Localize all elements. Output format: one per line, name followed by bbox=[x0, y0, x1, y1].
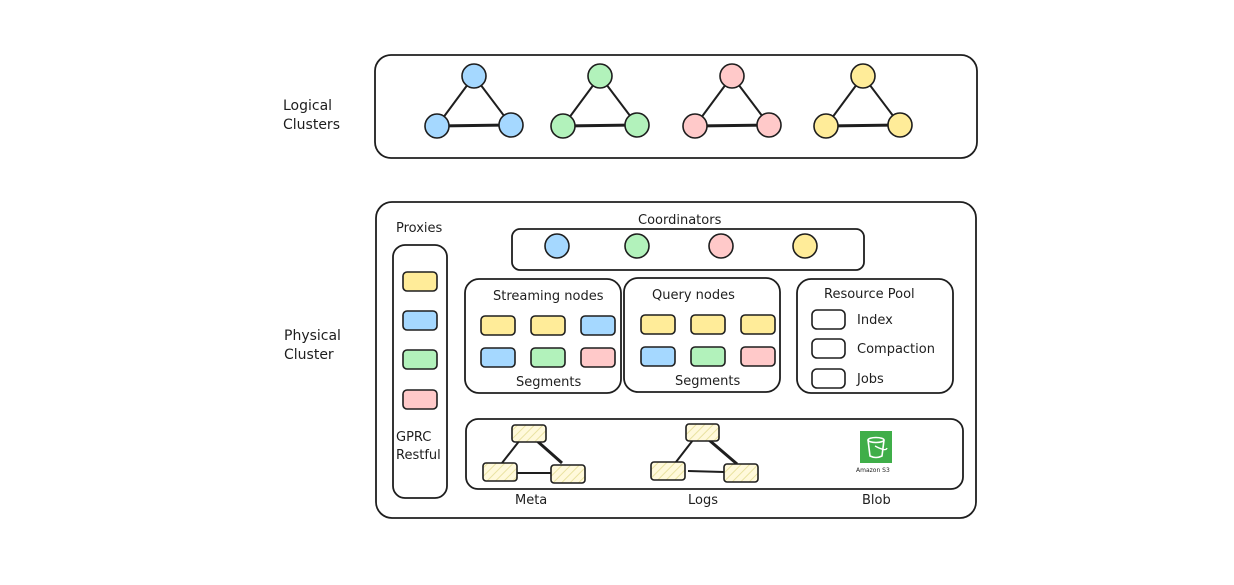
resource-pool-item-index: Index bbox=[857, 313, 893, 328]
coordinator-node bbox=[544, 233, 570, 259]
physical-label-line1: Physical bbox=[284, 328, 341, 344]
coordinator-node bbox=[624, 233, 650, 259]
segment bbox=[530, 347, 566, 368]
meta-graph bbox=[482, 424, 586, 484]
query-segments-label: Segments bbox=[675, 374, 741, 389]
proxies-frame bbox=[392, 244, 448, 499]
segment bbox=[740, 314, 776, 335]
segment bbox=[580, 347, 616, 368]
streaming-segments-label: Segments bbox=[516, 375, 582, 390]
cluster-node-left bbox=[813, 113, 839, 139]
cluster-node-top bbox=[850, 63, 876, 89]
cluster-node-left bbox=[682, 113, 708, 139]
proxies-title: Proxies bbox=[396, 221, 443, 236]
physical-cluster-frame bbox=[375, 201, 977, 519]
resource-pool-slot bbox=[811, 368, 846, 389]
physical-label-line2: Cluster bbox=[284, 347, 334, 363]
streaming-nodes-title: Streaming nodes bbox=[493, 289, 604, 304]
coordinators-title: Coordinators bbox=[638, 213, 722, 228]
logical-label-line2: Clusters bbox=[283, 117, 340, 133]
logs-graph bbox=[650, 423, 759, 483]
resource-pool-slot bbox=[811, 338, 846, 359]
cluster-node-right bbox=[498, 112, 524, 138]
resource-pool-item-compaction: Compaction bbox=[857, 342, 935, 357]
segment bbox=[640, 346, 676, 367]
proxy-node bbox=[402, 310, 438, 331]
cluster-node-left bbox=[550, 113, 576, 139]
logical-clusters-frame bbox=[374, 54, 978, 159]
resource-pool-slot bbox=[811, 309, 846, 330]
proxy-node bbox=[402, 271, 438, 292]
query-nodes-title: Query nodes bbox=[652, 288, 735, 303]
logical-label-line1: Logical bbox=[283, 98, 332, 114]
amazon-s3-caption: Amazon S3 bbox=[856, 467, 890, 474]
storage-frame bbox=[465, 418, 964, 490]
proxies-group bbox=[402, 271, 438, 410]
blob-label: Blob bbox=[862, 493, 891, 508]
meta-node-left bbox=[482, 462, 518, 482]
proxy-node bbox=[402, 389, 438, 410]
cluster-node-right bbox=[887, 112, 913, 138]
coordinators-frame bbox=[511, 228, 865, 271]
segment bbox=[530, 315, 566, 336]
amazon-s3-icon bbox=[860, 431, 892, 463]
cluster-blue bbox=[424, 63, 524, 139]
segment bbox=[640, 314, 676, 335]
logs-node-left bbox=[650, 461, 686, 481]
proxy-protocol-grpc: GPRC bbox=[396, 430, 431, 445]
query-nodes-frame bbox=[623, 277, 781, 393]
resource-pool-title: Resource Pool bbox=[824, 287, 915, 302]
logs-label: Logs bbox=[688, 493, 718, 508]
coordinator-node bbox=[792, 233, 818, 259]
cluster-node-right bbox=[624, 112, 650, 138]
proxy-protocol-restful: Restful bbox=[396, 448, 441, 463]
coordinator-node bbox=[708, 233, 734, 259]
resource-pool-item-jobs: Jobs bbox=[856, 372, 884, 387]
query-segments-group bbox=[640, 314, 776, 367]
segment bbox=[480, 347, 516, 368]
meta-node-top bbox=[511, 424, 547, 443]
proxy-node bbox=[402, 349, 438, 370]
coordinators-group bbox=[544, 233, 818, 259]
cluster-pink bbox=[682, 63, 782, 139]
streaming-nodes-frame bbox=[464, 278, 622, 394]
cluster-node-top bbox=[461, 63, 487, 89]
cluster-node-left bbox=[424, 113, 450, 139]
logs-node-top bbox=[685, 423, 720, 442]
logs-node-right bbox=[723, 463, 759, 483]
resource-pool-frame bbox=[796, 278, 954, 394]
cluster-node-top bbox=[719, 63, 745, 89]
segment bbox=[690, 314, 726, 335]
segment bbox=[480, 315, 516, 336]
meta-node-right bbox=[550, 464, 586, 484]
cluster-node-right bbox=[756, 112, 782, 138]
meta-label: Meta bbox=[515, 493, 547, 508]
cluster-green bbox=[550, 63, 650, 139]
logical-clusters-group bbox=[424, 63, 913, 139]
segment bbox=[580, 315, 616, 336]
cluster-node-top bbox=[587, 63, 613, 89]
segment bbox=[690, 346, 726, 367]
streaming-segments-group bbox=[480, 315, 616, 368]
cluster-yellow bbox=[813, 63, 913, 139]
segment bbox=[740, 346, 776, 367]
